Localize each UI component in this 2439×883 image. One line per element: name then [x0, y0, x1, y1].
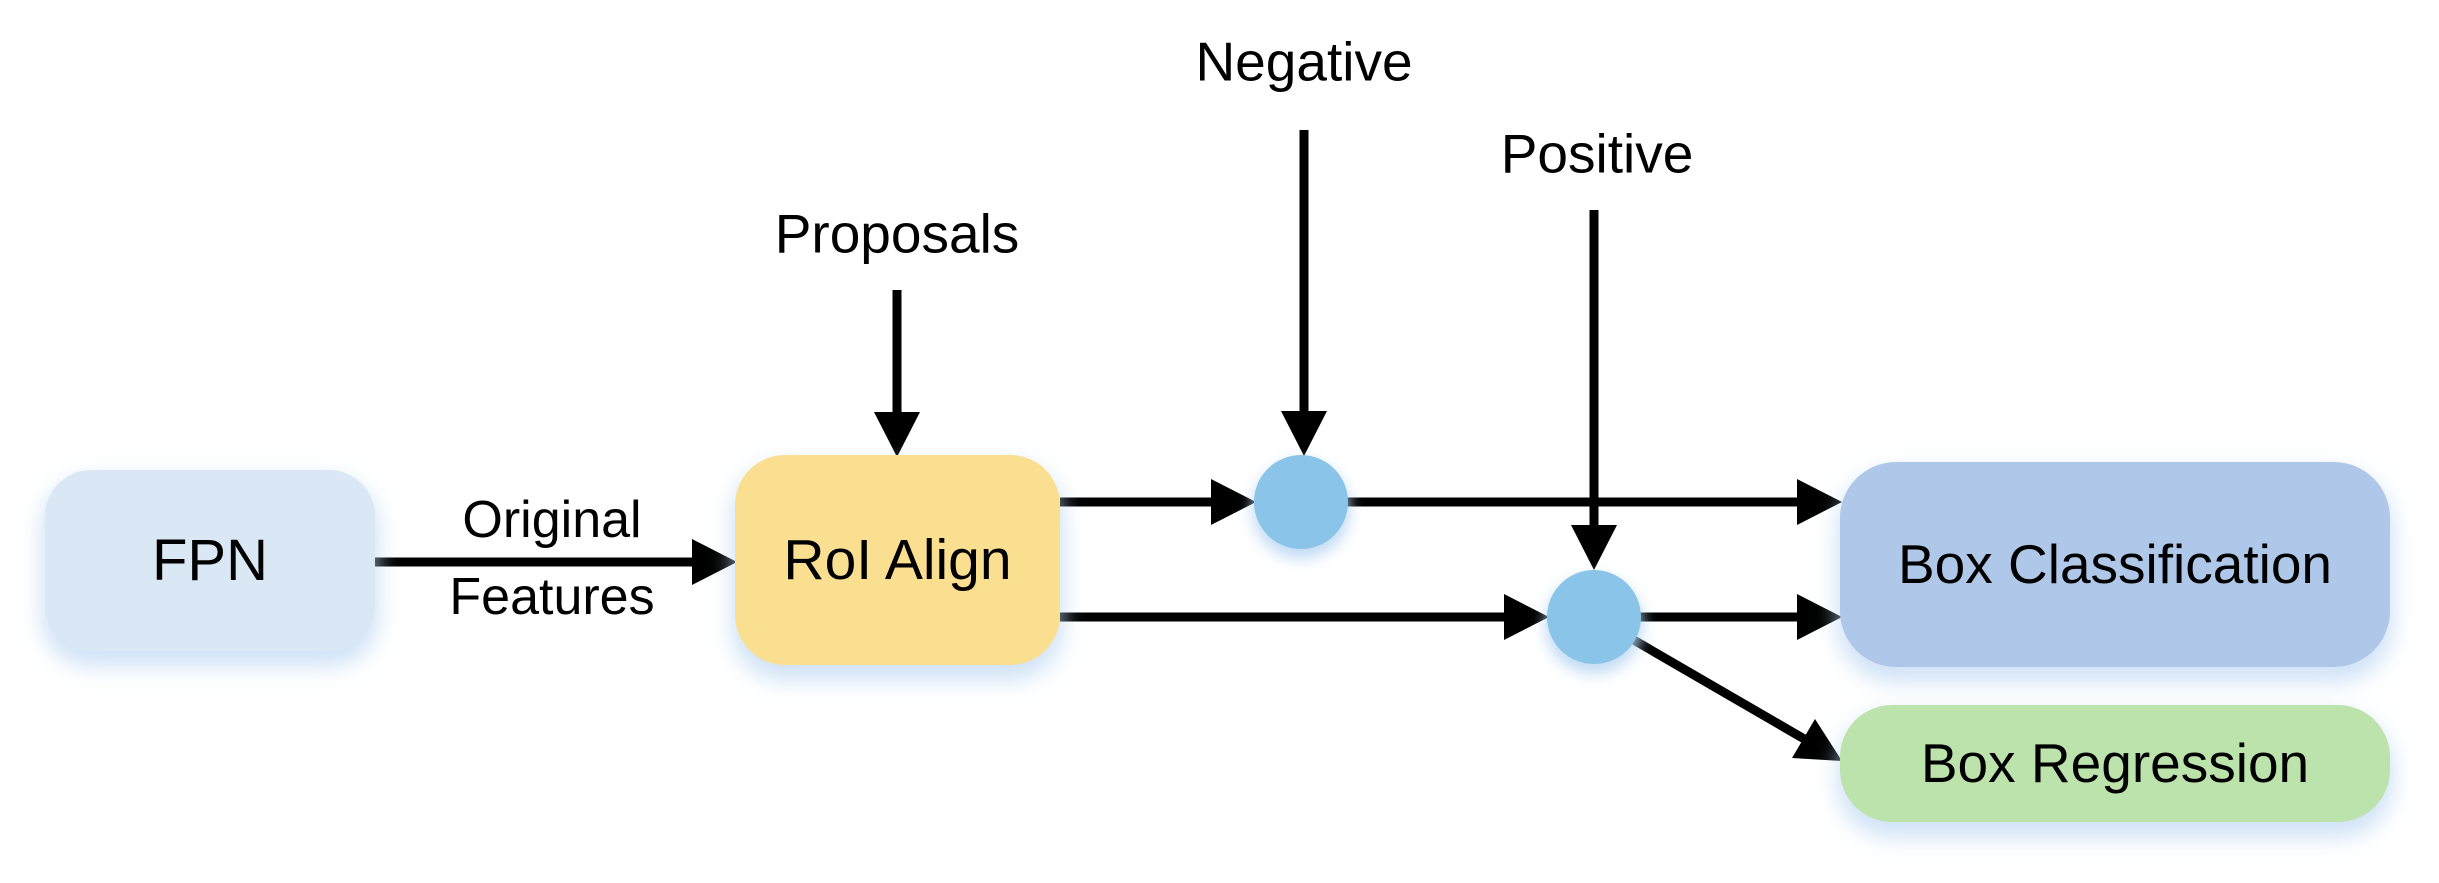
arrow-negative-head: [1281, 411, 1327, 456]
label-negative: Negative: [1195, 30, 1413, 93]
node-box-classification: Box Classification: [1840, 462, 2390, 667]
arrow-junction2-to-boxreg-head: [1792, 719, 1842, 761]
label-original-features-line2: Features: [449, 568, 655, 626]
label-original-features-line1: Original: [462, 491, 642, 549]
arrow-fpn-to-roi-head: [692, 539, 737, 585]
node-roi-align: RoI Align: [735, 455, 1060, 665]
arrow-junction2-to-boxreg-line: [1629, 635, 1809, 744]
arrow-roi-to-junction1-head: [1211, 479, 1256, 525]
node-fpn: FPN: [45, 470, 375, 651]
arrow-positive-head: [1571, 525, 1617, 570]
node-roi-align-label: RoI Align: [783, 527, 1012, 592]
arrow-roi-to-junction2-head: [1504, 594, 1549, 640]
junction-circle-negative: [1254, 455, 1348, 549]
junction-circle-positive: [1547, 570, 1641, 664]
arrow-junction2-to-boxcls-head: [1797, 594, 1842, 640]
node-box-classification-label: Box Classification: [1897, 533, 2333, 596]
arrow-proposals-head: [874, 412, 920, 457]
node-box-regression: Box Regression: [1840, 705, 2390, 822]
label-positive: Positive: [1500, 122, 1694, 185]
node-box-regression-label: Box Regression: [1920, 732, 2310, 795]
node-fpn-label: FPN: [152, 527, 268, 593]
arrow-junction1-to-boxcls-head: [1797, 479, 1842, 525]
label-proposals: Proposals: [774, 202, 1020, 265]
